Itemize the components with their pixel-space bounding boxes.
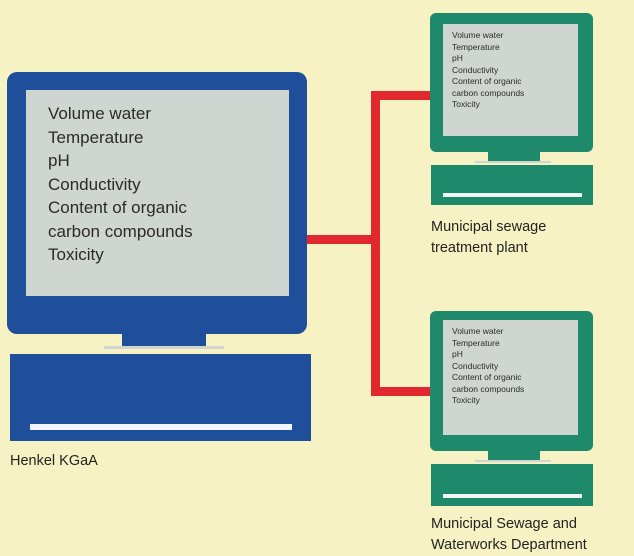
waterworks-neck [488,451,540,460]
waterworks-caption-line: Waterworks Department [431,537,587,553]
sewage-plant-base [431,165,593,205]
main-computer-caption: Henkel KGaA [10,453,98,469]
waterworks-base [431,464,593,506]
connector-to-sewage-plant [371,91,433,100]
sewage-plant-screen-text: Volume water Temperature pH Conductivity… [452,30,524,111]
waterworks-screen-line: Conductivity [452,360,499,371]
sewage-plant-computer [430,13,593,205]
main-neck [122,334,206,346]
main-screen [26,90,289,296]
sewage-plant-caption-line: treatment plant [431,240,528,256]
sewage-plant-keyboard-slot [443,193,582,197]
sewage-plant-screen-line: Content of organic [452,76,522,86]
sewage-plant-screen-line: carbon compounds [452,87,525,98]
connector-main-horizontal [305,235,376,244]
main-screen-line: Volume water [48,104,151,123]
waterworks-caption: Municipal Sewage and Waterworks Departme… [431,514,587,556]
waterworks-neck-highlight [475,460,551,462]
main-screen-line: Toxicity [48,245,104,264]
main-screen-line: Temperature [48,127,144,147]
sewage-plant-neck [488,152,540,161]
sewage-plant-neck-highlight [475,161,551,163]
waterworks-screen-line: Volume water [452,326,504,336]
main-keyboard-slot [30,424,292,430]
main-neck-highlight [104,346,224,349]
sewage-plant-screen-line: Volume water [452,30,504,40]
connector-trunk-vertical [371,96,380,394]
sewage-plant-screen-line: Temperature [452,41,500,52]
waterworks-screen [443,320,578,435]
main-computer [7,72,311,441]
main-screen-text: Volume water Temperature pH Conductivity… [48,102,193,267]
waterworks-screen-line: Temperature [452,337,500,348]
waterworks-screen-line: carbon compounds [452,383,525,394]
sewage-plant-screen-line: Conductivity [452,64,499,75]
waterworks-caption-line: Municipal Sewage and [431,516,577,532]
main-screen-line: pH [48,151,70,170]
connector-to-waterworks [371,387,433,396]
connector-lines [305,91,433,396]
main-screen-line: Content of organic [48,198,187,217]
waterworks-screen-text: Volume water Temperature pH Conductivity… [452,326,524,407]
sewage-plant-screen [443,24,578,136]
sewage-plant-caption-line: Municipal sewage [431,219,547,235]
waterworks-screen-line: Toxicity [452,395,480,405]
waterworks-keyboard-slot [443,494,582,498]
waterworks-computer [430,311,593,506]
main-screen-line: Conductivity [48,174,141,194]
waterworks-screen-line: pH [452,349,463,359]
waterworks-screen-line: Content of organic [452,372,522,382]
sewage-plant-caption: Municipal sewage treatment plant [431,217,546,259]
main-screen-line: carbon compounds [48,221,193,241]
sewage-plant-screen-line: pH [452,53,463,63]
sewage-plant-screen-line: Toxicity [452,99,480,109]
